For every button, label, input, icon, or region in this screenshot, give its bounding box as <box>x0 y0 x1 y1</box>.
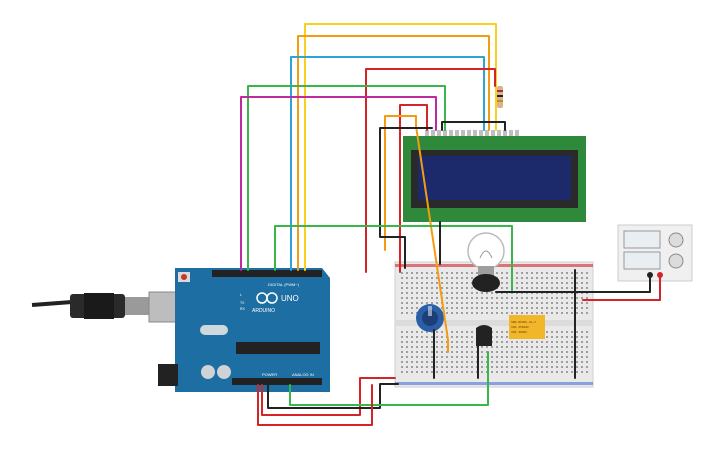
relay-label-2: 10A 250VAC <box>511 325 529 329</box>
wire-black-pot[interactable] <box>379 127 433 269</box>
reset-button[interactable] <box>181 274 187 280</box>
power-supply-knob-1[interactable] <box>668 232 684 248</box>
lcd-screen <box>418 156 571 200</box>
power-supply-display-1 <box>623 230 661 249</box>
wire-black-ps[interactable] <box>495 277 651 293</box>
wire-green-bb[interactable] <box>274 225 513 291</box>
wire-orange-pot[interactable] <box>384 115 449 353</box>
arduino-brand-text: ARDUINO <box>252 308 275 314</box>
transistor[interactable] <box>476 325 492 346</box>
relay-label-1: SRD-05VDC-SL-C <box>511 320 536 324</box>
wire-black-power[interactable] <box>267 383 399 409</box>
relay-label-3: 10A 30VDC <box>511 330 527 334</box>
wire-blue[interactable] <box>290 56 485 271</box>
wire-red-analog[interactable] <box>257 384 373 426</box>
tx-led-label: TX <box>240 301 245 305</box>
power-supply[interactable] <box>617 224 693 282</box>
power-header-label: POWER <box>262 372 277 377</box>
arduino-uno-board[interactable]: ARDUINO UNO DIGITAL (PWM~) POWER ANALOG … <box>158 268 330 392</box>
power-supply-terminal-neg[interactable] <box>647 272 653 278</box>
arduino-logo-icon <box>256 292 278 304</box>
analog-header-label: ANALOG IN <box>292 372 314 377</box>
resistor[interactable] <box>497 86 503 108</box>
wire-red-top[interactable] <box>365 68 496 273</box>
power-supply-display-2 <box>623 251 661 270</box>
light-bulb-icon[interactable] <box>467 232 505 292</box>
power-supply-terminal-pos[interactable] <box>657 272 663 278</box>
lcd-pin-header <box>425 130 519 136</box>
power-supply-knob-2[interactable] <box>668 253 684 269</box>
arduino-model-text: UNO <box>281 294 299 303</box>
relay-module[interactable]: SRD-05VDC-SL-C 10A 250VAC 10A 30VDC <box>509 315 545 339</box>
rx-led-label: RX <box>240 307 246 311</box>
wire-red-ps[interactable] <box>582 277 661 301</box>
wire-red-power[interactable] <box>261 377 396 416</box>
potentiometer[interactable] <box>416 304 444 332</box>
usb-cable[interactable] <box>31 291 190 323</box>
wire-green-analog[interactable] <box>289 351 489 406</box>
wire-green-lcd[interactable] <box>247 85 446 271</box>
wire-orange[interactable] <box>297 35 490 271</box>
wire-black-lcd[interactable] <box>441 121 506 131</box>
digital-header-label: DIGITAL (PWM~) <box>268 282 300 287</box>
wire-red-lcd[interactable] <box>399 104 428 273</box>
l-led-label: L <box>240 293 242 297</box>
lcd-16x2-display[interactable] <box>403 130 586 222</box>
wire-magenta[interactable] <box>240 96 437 271</box>
